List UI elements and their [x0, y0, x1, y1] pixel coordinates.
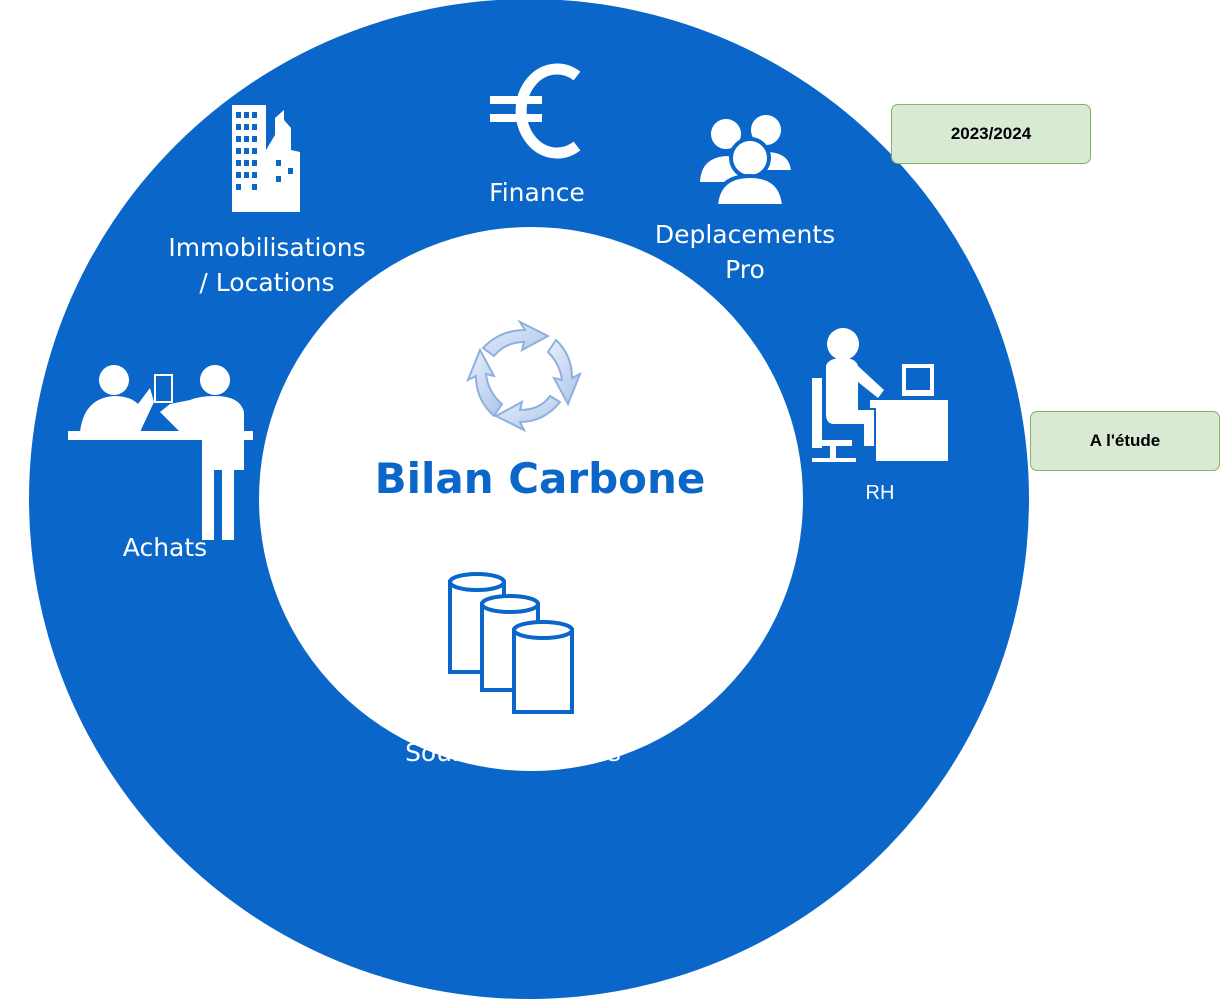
sector-label-rh: RH [865, 482, 895, 504]
sector-label-achats: Achats [122, 533, 208, 562]
databases-icon [448, 572, 574, 714]
building-icon [232, 105, 300, 212]
center-title: Bilan Carbone [374, 454, 706, 503]
office-worker-icon [812, 328, 948, 462]
sector-label-deplacements: Deplacements Pro [625, 217, 865, 287]
people-group-icon [695, 111, 796, 208]
euro-icon [490, 63, 581, 159]
status-box-2023-2024: 2023/2024 [891, 104, 1091, 164]
service-desk-icon [68, 365, 253, 540]
sector-label-sources: Sources externes [405, 738, 621, 767]
sector-label-immobilisations-line2: / Locations [199, 268, 335, 297]
center-circle [259, 227, 803, 771]
sector-label-immobilisations-line1: Immobilisations [168, 233, 366, 262]
sector-label-immobilisations: Immobilisations / Locations [137, 230, 397, 300]
sector-label-deplacements-line2: Pro [725, 255, 765, 284]
refresh-cycle-icon [466, 319, 582, 433]
status-box-a-l-etude: A l'étude [1030, 411, 1220, 471]
sector-label-deplacements-line1: Deplacements [654, 220, 836, 249]
sector-label-finance: Finance [489, 178, 585, 207]
